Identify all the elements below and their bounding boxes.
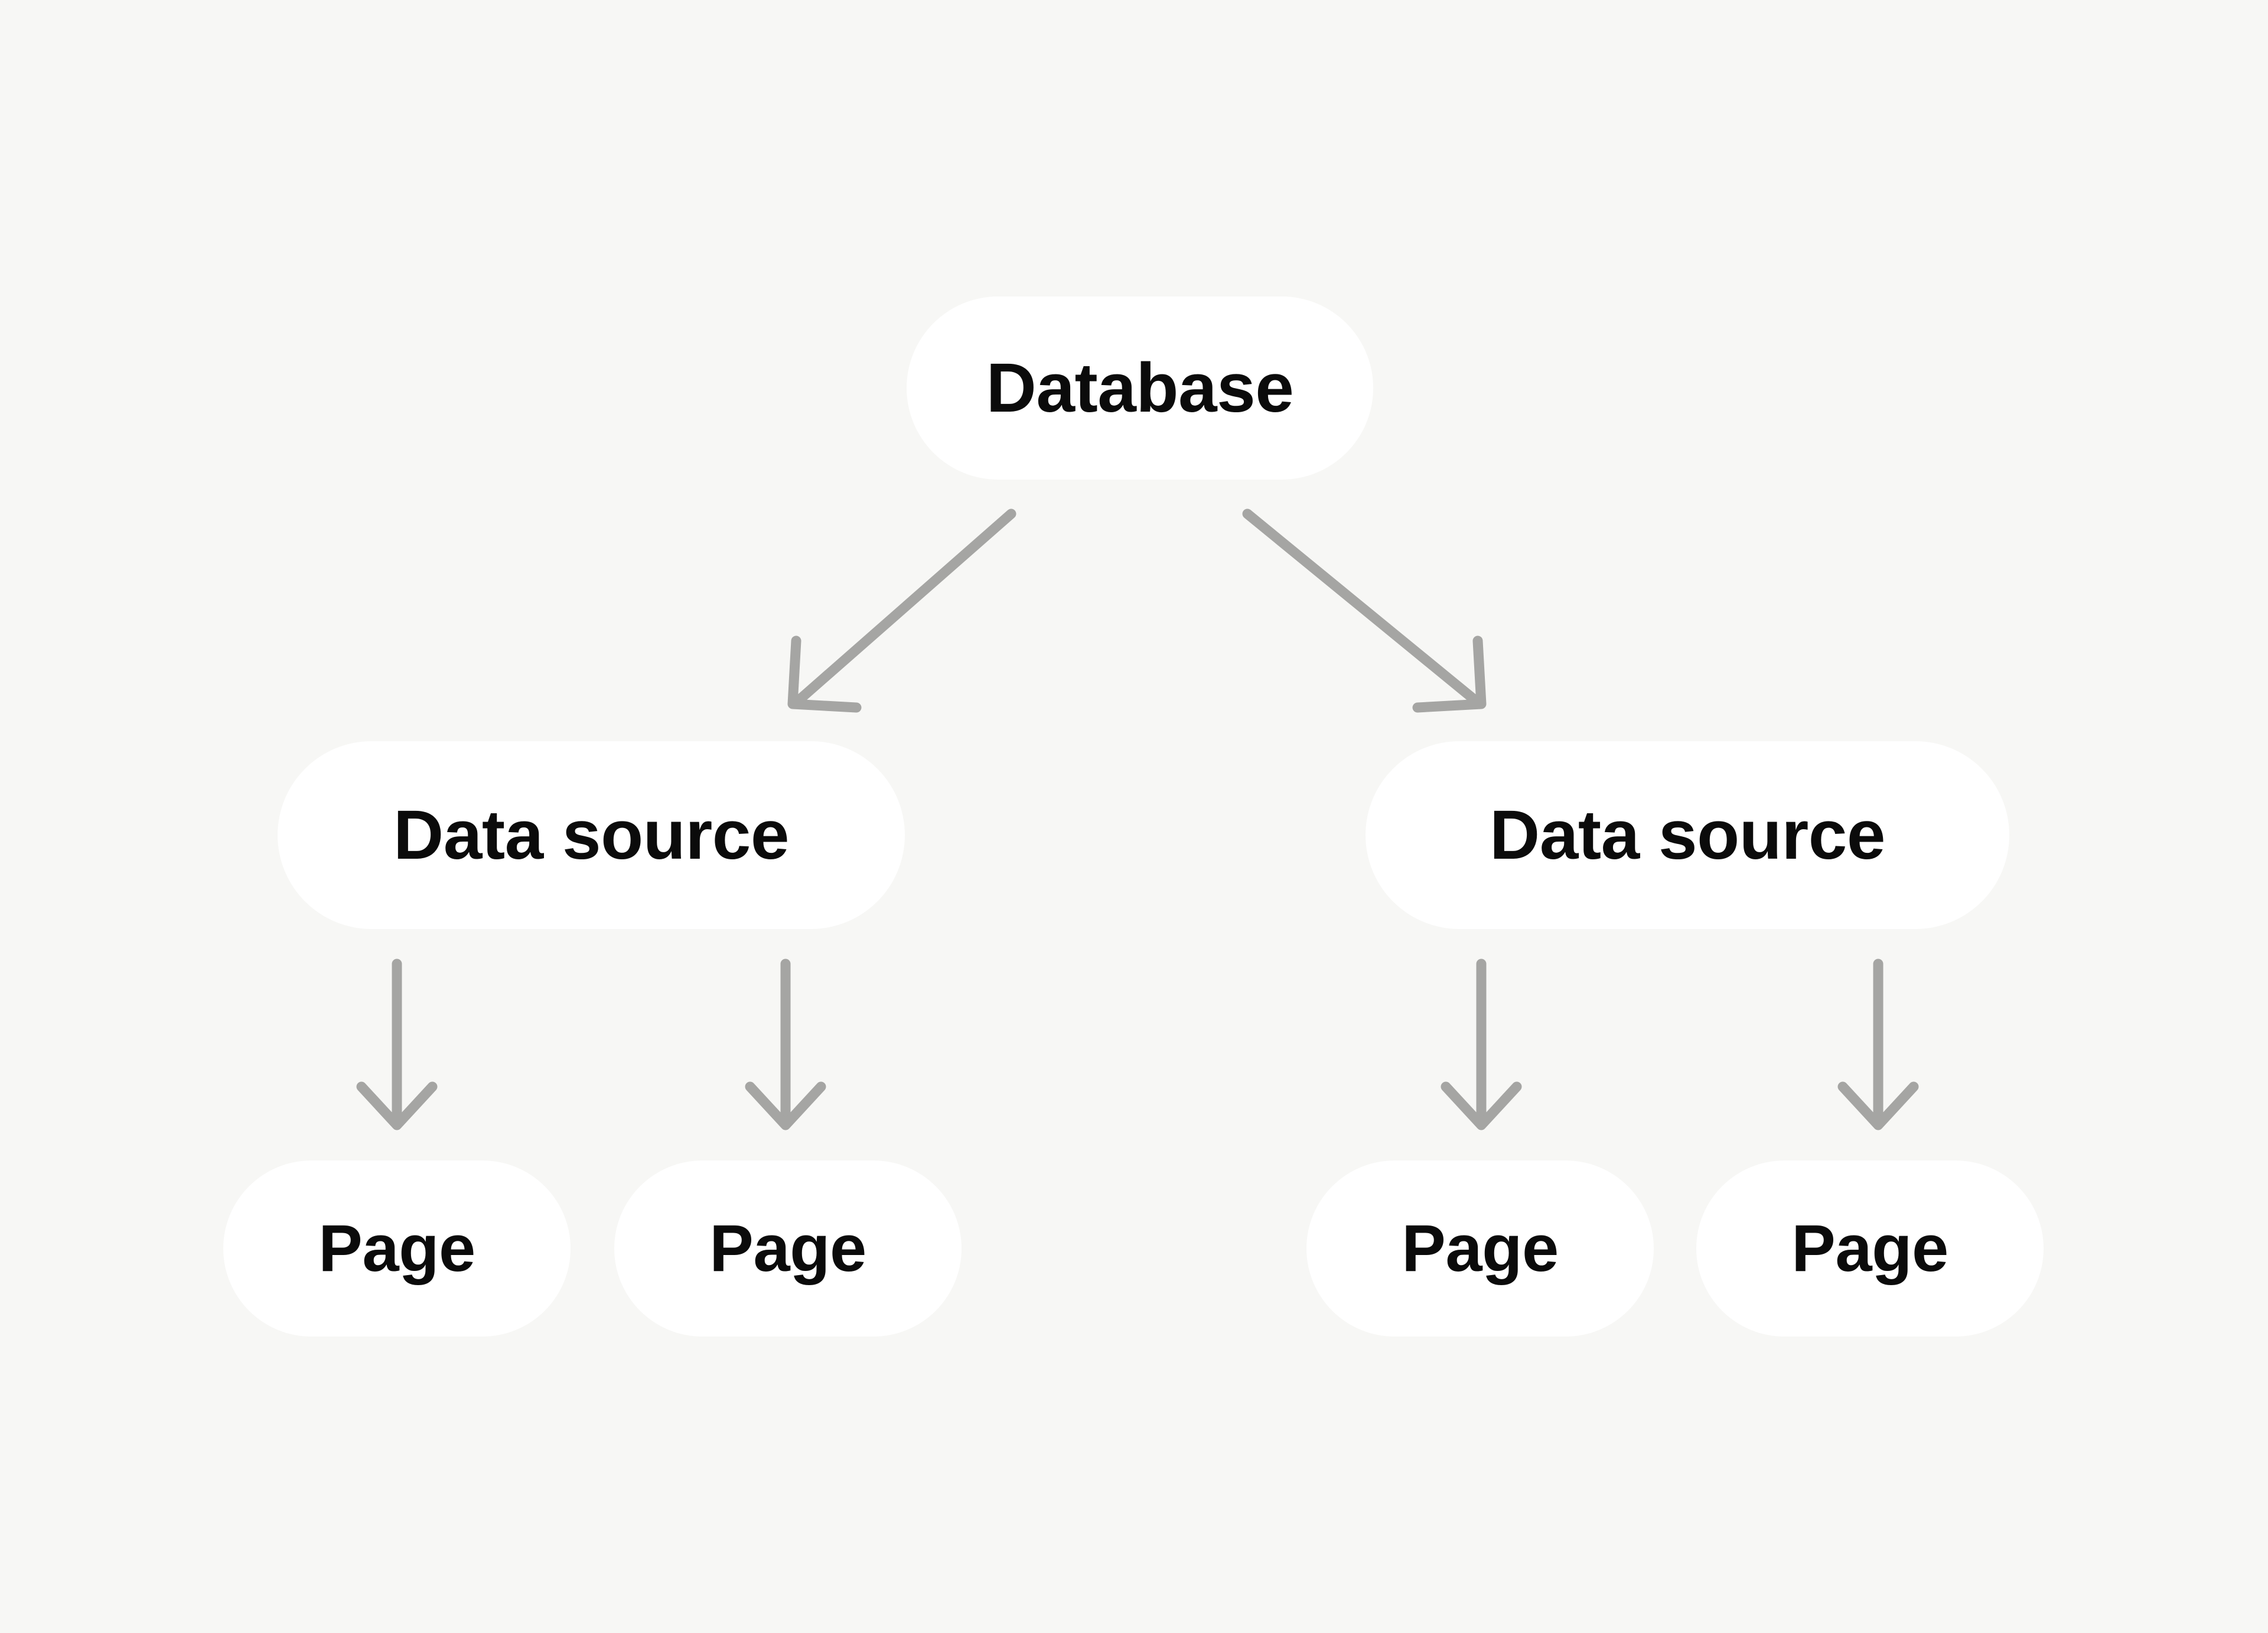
edge-data-source-1-to-page-1-arrow [356,959,438,1130]
node-page-2-label: Page [709,1211,866,1285]
edge-database-to-data-source-2-arrow [1242,509,1487,713]
edge-database-to-data-source-1-arrow [787,509,1016,713]
node-data-source-1[interactable]: Data source [278,741,905,929]
edge-data-source-2-to-page-3-arrow [1441,959,1522,1130]
node-page-2[interactable]: Page [614,1161,962,1337]
node-page-3-label: Page [1402,1211,1559,1285]
node-data-source-2[interactable]: Data source [1366,741,2009,929]
node-data-source-2-label: Data source [1489,796,1886,874]
node-page-4[interactable]: Page [1696,1161,2044,1337]
node-database-label: Database [986,349,1294,427]
node-data-source-1-label: Data source [393,796,790,874]
node-page-1-label: Page [318,1211,475,1285]
node-page-4-label: Page [1791,1211,1948,1285]
edge-data-source-2-to-page-4-arrow [1837,959,1919,1130]
edge-data-source-1-to-page-2-arrow [745,959,826,1130]
node-page-1[interactable]: Page [223,1161,571,1337]
node-database[interactable]: Database [907,296,1373,480]
node-page-3[interactable]: Page [1306,1161,1654,1337]
